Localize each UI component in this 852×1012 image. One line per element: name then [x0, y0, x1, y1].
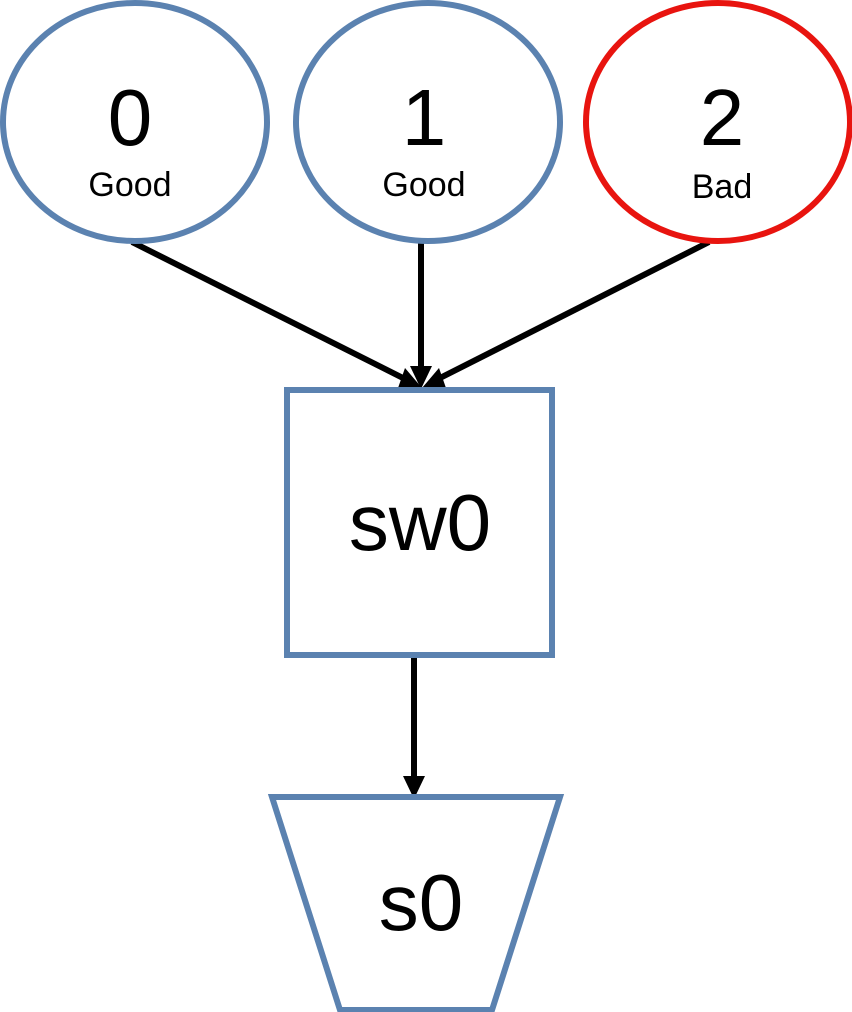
edges	[130, 239, 711, 799]
input-node-1[interactable]: 1 Good	[293, 0, 563, 244]
input-node-1-id: 1	[402, 73, 447, 162]
input-node-0-status: Good	[88, 166, 171, 204]
arrowhead-1-to-sw0	[410, 366, 432, 389]
arrowhead-0-to-sw0	[398, 368, 422, 388]
switch-node-label: sw0	[349, 478, 491, 567]
sink-node-trapezoid	[267, 794, 565, 1012]
arrowhead-sw0-to-s0	[403, 776, 425, 799]
sink-node-label: s0	[379, 858, 464, 947]
sink-node[interactable]: s0	[267, 794, 565, 1012]
input-node-1-ellipse	[293, 0, 563, 244]
input-node-0-ellipse	[0, 0, 270, 244]
input-node-0[interactable]: 0 Good	[0, 0, 270, 244]
switch-node[interactable]: sw0	[284, 387, 555, 658]
input-node-2-ellipse	[583, 0, 852, 244]
input-node-1-status: Good	[382, 166, 465, 204]
edge-2-to-sw0	[434, 239, 711, 383]
input-node-0-id: 0	[108, 73, 153, 162]
arrowhead-2-to-sw0	[422, 368, 446, 388]
input-node-2-status: Bad	[692, 168, 753, 206]
input-node-2[interactable]: 2 Bad	[583, 0, 852, 244]
input-node-2-id: 2	[700, 73, 745, 162]
edge-0-to-sw0	[130, 239, 409, 383]
switch-node-box	[284, 387, 555, 658]
